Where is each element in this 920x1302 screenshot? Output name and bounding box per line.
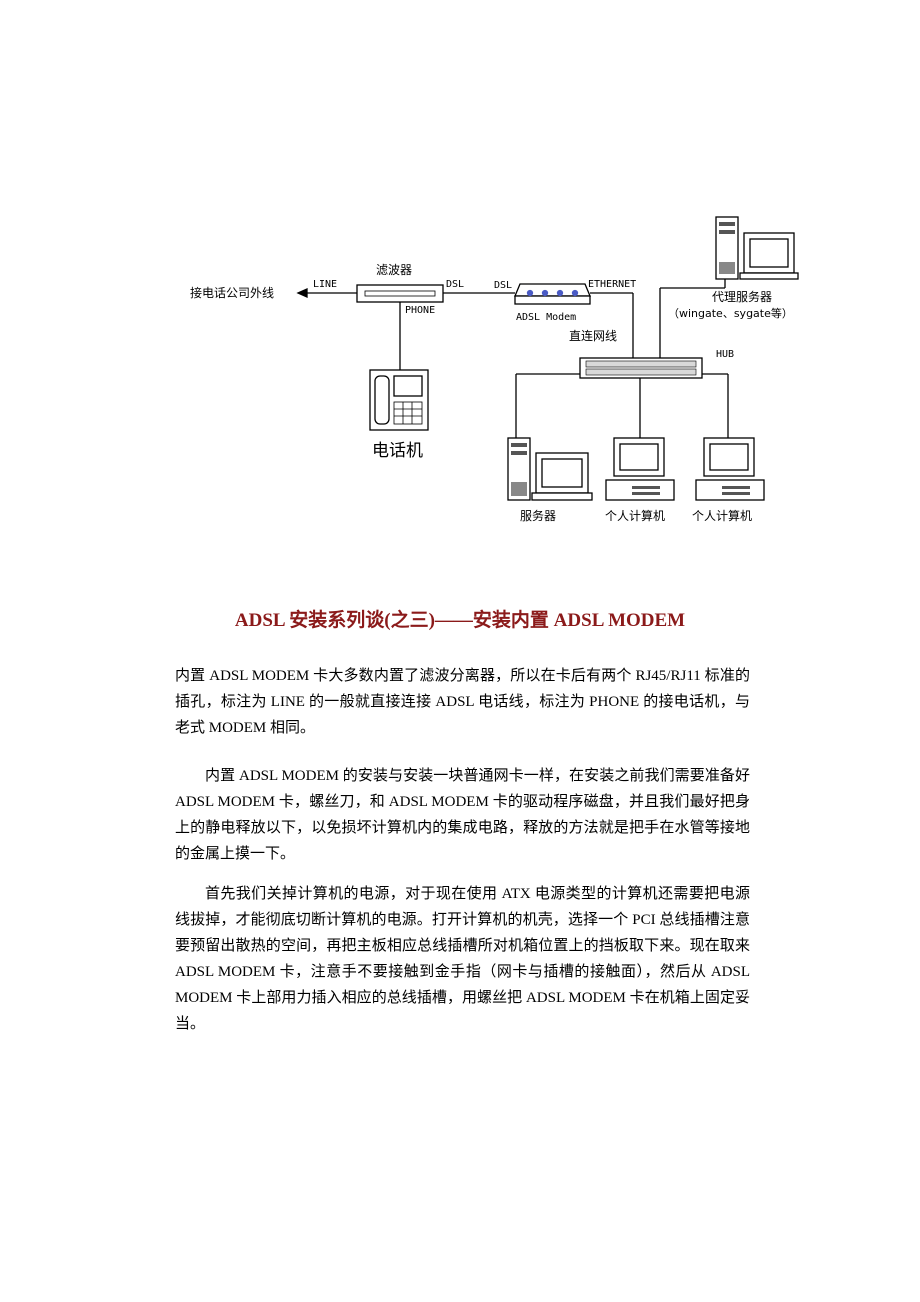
server-icon: [507, 437, 593, 501]
external-line-label: 接电话公司外线: [190, 286, 275, 300]
proxy-server-icon: [715, 216, 799, 280]
modem-icon: [514, 283, 591, 305]
phone-port-label: PHONE: [405, 305, 436, 316]
article-title: ADSL 安装系列谈(之三)——安装内置 ADSL MODEM: [234, 610, 686, 631]
telephone-label: 电话机: [372, 441, 423, 461]
network-diagram: 接电话公司外线 LINE 滤波器 DSL PHONE 电话机 DSL ADSL …: [0, 0, 920, 560]
proxy-label: 代理服务器: [712, 290, 773, 304]
filter-label: 滤波器: [376, 263, 413, 277]
arrow-head: [296, 287, 308, 299]
paragraph: 内置 ADSL MODEM 的安装与安装一块普通网卡一样，在安装之前我们需要准备…: [175, 768, 750, 862]
server-label: 服务器: [520, 509, 557, 523]
modem-label: ADSL Modem: [516, 312, 577, 323]
paragraph: 首先我们关掉计算机的电源，对于现在使用 ATX 电源类型的计算机还需要把电源线拔…: [175, 886, 750, 1032]
dsl-in-label: DSL: [494, 280, 513, 291]
dsl-out-label: DSL: [446, 279, 465, 290]
paragraph: 内置 ADSL MODEM 卡大多数内置了滤波分离器，所以在卡后有两个 RJ45…: [175, 668, 750, 736]
pc-icon: [695, 437, 765, 501]
pc2-label: 个人计算机: [692, 509, 753, 523]
ethernet-label: ETHERNET: [588, 279, 637, 290]
hub-label: HUB: [716, 349, 735, 360]
telephone-icon: [369, 369, 429, 431]
proxy-note: （wingate、sygate等）: [668, 307, 793, 320]
hub-icon: [579, 357, 703, 379]
pc1-label: 个人计算机: [605, 509, 666, 523]
diagram-drawing: [296, 216, 799, 501]
direct-cable-label: 直连网线: [569, 329, 618, 343]
line-port-label: LINE: [313, 279, 338, 290]
pc-icon: [605, 437, 675, 501]
